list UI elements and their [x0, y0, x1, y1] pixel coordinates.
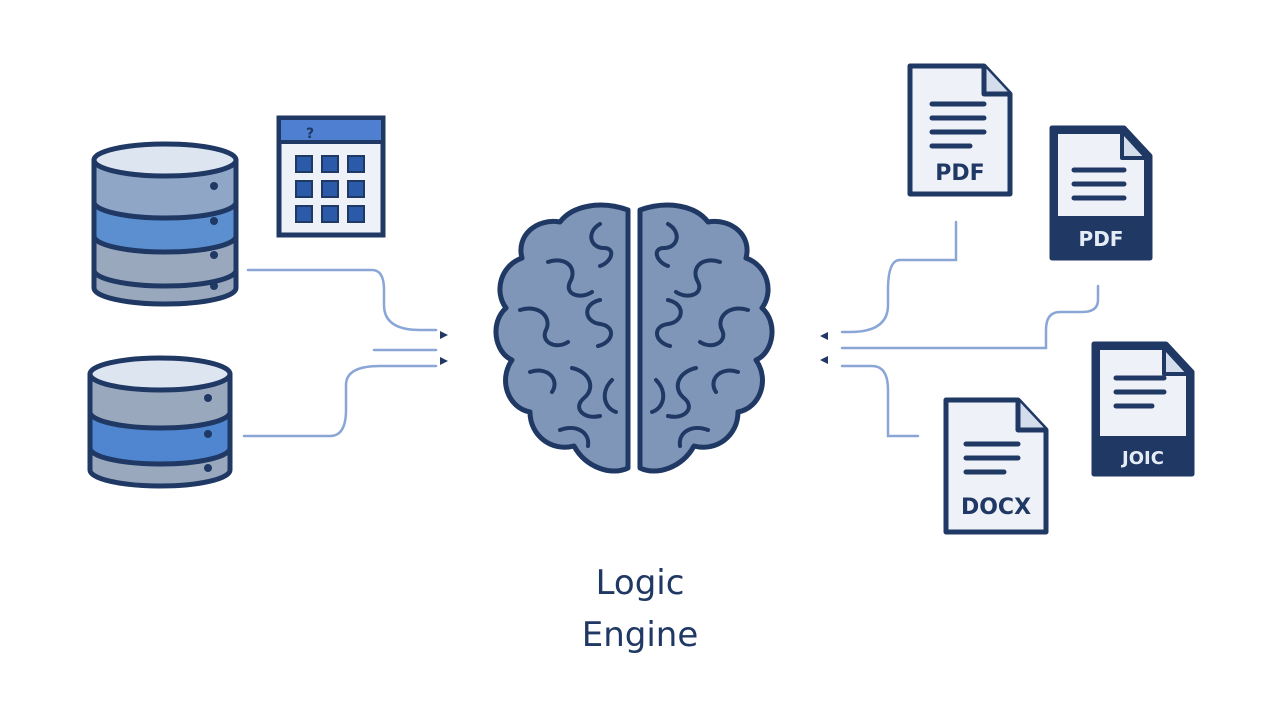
- arrowhead-icon: [440, 331, 448, 339]
- document-icon: JOIC: [1091, 341, 1195, 477]
- pdf-dark-label: PDF: [1079, 227, 1124, 251]
- left-arrowheads: [440, 331, 448, 365]
- docx-document-icon: DOCX: [943, 397, 1049, 535]
- left-connectors: [242, 268, 438, 438]
- engine-label-line2: Engine: [582, 615, 699, 655]
- database-icon: [87, 355, 233, 489]
- database-icon: [91, 141, 239, 307]
- docx-label: DOCX: [961, 495, 1031, 520]
- brain-left-hemisphere: [493, 202, 631, 474]
- pdf-top-label: PDF: [935, 161, 984, 186]
- svg-text:?: ?: [306, 126, 314, 142]
- right-arrowheads: [820, 332, 828, 364]
- right-connectors: [840, 220, 1100, 438]
- arrowhead-icon: [820, 332, 828, 340]
- connector-db2: [242, 364, 438, 438]
- pdf-document-icon: PDF: [1049, 125, 1153, 261]
- engine-label-line1: Logic: [596, 563, 685, 603]
- arrowhead-icon: [820, 356, 828, 364]
- brain-right-hemisphere: [637, 202, 775, 474]
- arrowhead-icon: [440, 357, 448, 365]
- connector-db1: [246, 268, 438, 332]
- connector-pdf-dark: [840, 284, 1100, 350]
- spreadsheet-icon: ?: [276, 115, 386, 238]
- connector-docx: [840, 364, 920, 438]
- pdf-document-icon: PDF: [907, 63, 1013, 197]
- connector-pdf-top: [840, 220, 958, 334]
- brain-icon: [493, 202, 775, 474]
- dark-doc-label: JOIC: [1120, 448, 1164, 469]
